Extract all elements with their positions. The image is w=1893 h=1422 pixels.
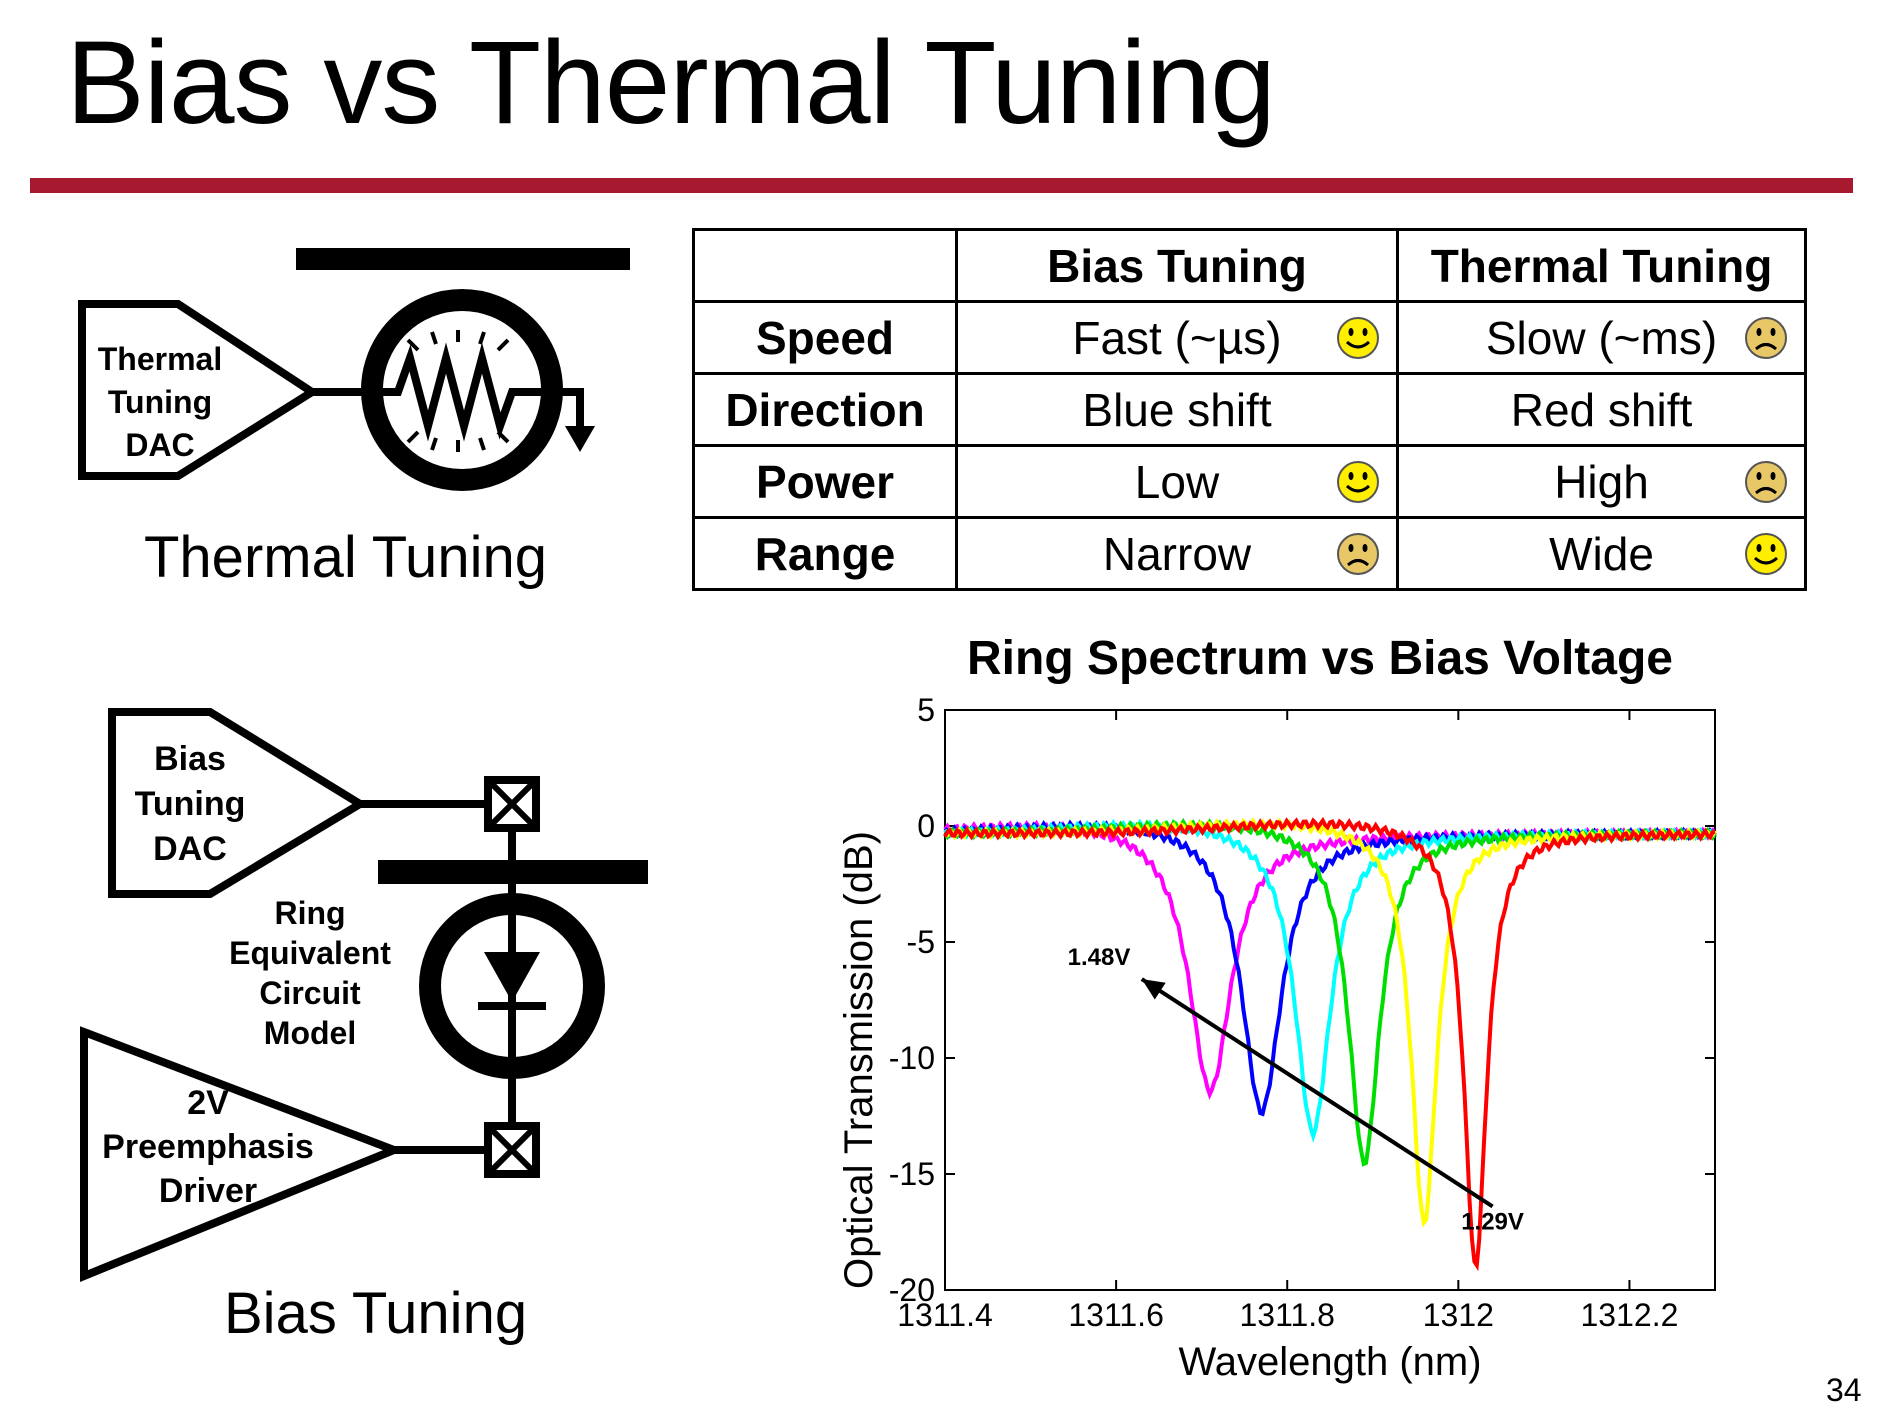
row-label: Range bbox=[692, 516, 958, 591]
x-axis-label: Wavelength (nm) bbox=[1178, 1340, 1481, 1384]
plot-area: 1311.4 1311.6 1311.8 1312 1312.2 5 0 -5 -10 -15 -2… bbox=[889, 692, 1717, 1333]
table-header-thermal: Thermal Tuning bbox=[1396, 228, 1807, 303]
driver-label-2: Preemphasis bbox=[102, 1128, 314, 1166]
bias-tuning-diagram: Bias Tuning DAC Ring Equivalent Circuit … bbox=[80, 708, 648, 1282]
comparison-table: Bias Tuning Thermal Tuning Speed Fast (~… bbox=[692, 228, 1807, 591]
voltage-arrow-line bbox=[1140, 977, 1494, 1209]
bias-cell: Blue shift bbox=[955, 372, 1399, 447]
thermal-cell: High bbox=[1396, 444, 1807, 519]
table-header-empty bbox=[692, 228, 958, 303]
row-label: Power bbox=[692, 444, 958, 519]
ring-model-label-3: Circuit bbox=[259, 975, 361, 1011]
voltage-arrow-head-icon bbox=[1141, 979, 1166, 1000]
x-tick-label: 1311.6 bbox=[1068, 1297, 1164, 1333]
thermal-dac-label-3: DAC bbox=[125, 427, 194, 463]
thermal-dac-label-1: Thermal bbox=[98, 341, 222, 377]
x-tick-label: 1312 bbox=[1423, 1297, 1494, 1333]
table-row: Speed Fast (~µs) Slow (~ms) bbox=[692, 300, 1807, 375]
spectrum-line bbox=[944, 819, 1717, 1117]
thermal-cell: Red shift bbox=[1396, 372, 1807, 447]
y-tick-label: 0 bbox=[917, 808, 935, 844]
ring-model-label-2: Equivalent bbox=[229, 935, 391, 971]
cell-text: Red shift bbox=[1510, 383, 1693, 436]
thermal-cell: Slow (~ms) bbox=[1396, 300, 1807, 375]
x-tick-label: 1311.8 bbox=[1239, 1297, 1335, 1333]
cell-text: Slow (~ms) bbox=[1485, 311, 1718, 364]
top-pad-icon bbox=[484, 776, 540, 832]
driver-triangle bbox=[80, 1026, 405, 1282]
thermal-dac-triangle bbox=[78, 300, 320, 480]
bias-cell: Narrow bbox=[955, 516, 1399, 591]
y-tick-label: 5 bbox=[917, 692, 935, 728]
heater-resistor-icon bbox=[378, 342, 584, 442]
cell-text: Narrow bbox=[1102, 527, 1252, 580]
x-tick-label: 1312.2 bbox=[1581, 1297, 1679, 1333]
cell-text: Wide bbox=[1549, 527, 1654, 580]
happy-face-icon bbox=[1337, 316, 1379, 359]
sad-face-icon bbox=[1337, 532, 1379, 575]
diode-icon bbox=[484, 952, 540, 1002]
slide-title: Bias vs Thermal Tuning bbox=[66, 17, 1276, 149]
y-tick-label: -15 bbox=[889, 1156, 935, 1192]
table-row: Power Low High bbox=[692, 444, 1807, 519]
thermal-tuning-caption: Thermal Tuning bbox=[144, 525, 547, 590]
thermal-cell: Wide bbox=[1396, 516, 1807, 591]
voltage-annotation: 1.29V bbox=[1461, 1209, 1524, 1236]
x-tick-label: 1311.4 bbox=[897, 1297, 993, 1333]
plot-frame bbox=[944, 709, 1716, 1291]
y-tick-label: -5 bbox=[907, 924, 935, 960]
ring-model-label-4: Model bbox=[264, 1015, 356, 1051]
ring-model-label-1: Ring bbox=[274, 895, 345, 931]
sad-face-icon bbox=[1745, 316, 1787, 359]
bias-cell: Low bbox=[955, 444, 1399, 519]
y-tick-label: -10 bbox=[889, 1040, 935, 1076]
row-label: Speed bbox=[692, 300, 958, 375]
happy-face-icon bbox=[1337, 460, 1379, 503]
spectrum-line bbox=[943, 816, 1716, 1272]
thermal-dac-label-2: Tuning bbox=[108, 384, 212, 420]
driver-label-1: 2V bbox=[187, 1084, 229, 1122]
spectrum-line bbox=[943, 819, 1717, 1100]
thermal-tuning-diagram: Thermal Tuning DAC bbox=[78, 248, 630, 491]
cell-text: High bbox=[1554, 455, 1649, 508]
spectrum-line bbox=[943, 818, 1716, 1143]
y-axis-label: Optical Transmission (dB) bbox=[837, 831, 881, 1289]
happy-face-icon bbox=[1745, 532, 1787, 575]
cell-text: Fast (~µs) bbox=[1072, 311, 1282, 364]
bias-cell: Fast (~µs) bbox=[955, 300, 1399, 375]
bottom-pad-icon bbox=[484, 1122, 540, 1178]
sad-face-icon bbox=[1745, 460, 1787, 503]
voltage-annotation: 1.48V bbox=[1068, 944, 1131, 971]
table-row: Range Narrow Wide bbox=[692, 516, 1807, 591]
bias-dac-label-2: Tuning bbox=[135, 785, 246, 823]
bias-dac-label-1: Bias bbox=[154, 740, 226, 778]
driver-label-3: Driver bbox=[159, 1172, 257, 1210]
chart-title: Ring Spectrum vs Bias Voltage bbox=[967, 632, 1673, 685]
row-label: Direction bbox=[692, 372, 958, 447]
bias-dac-label-3: DAC bbox=[153, 830, 227, 868]
spectrum-line bbox=[943, 817, 1717, 1167]
heat-rays-icon bbox=[406, 330, 510, 452]
table-header-bias: Bias Tuning bbox=[955, 228, 1399, 303]
cell-text: Low bbox=[1134, 455, 1220, 508]
bias-tuning-caption: Bias Tuning bbox=[224, 1281, 528, 1346]
waveguide-bar bbox=[296, 248, 630, 270]
ground-arrow-icon bbox=[565, 426, 595, 452]
cell-text: Blue shift bbox=[1082, 383, 1272, 436]
y-tick-label: -20 bbox=[889, 1272, 935, 1308]
title-divider bbox=[30, 178, 1853, 193]
page-number: 34 bbox=[1826, 1372, 1862, 1408]
bias-dac-triangle bbox=[108, 708, 368, 898]
table-header-row: Bias Tuning Thermal Tuning bbox=[692, 228, 1807, 303]
table-row: Direction Blue shift Red shift bbox=[692, 372, 1807, 447]
